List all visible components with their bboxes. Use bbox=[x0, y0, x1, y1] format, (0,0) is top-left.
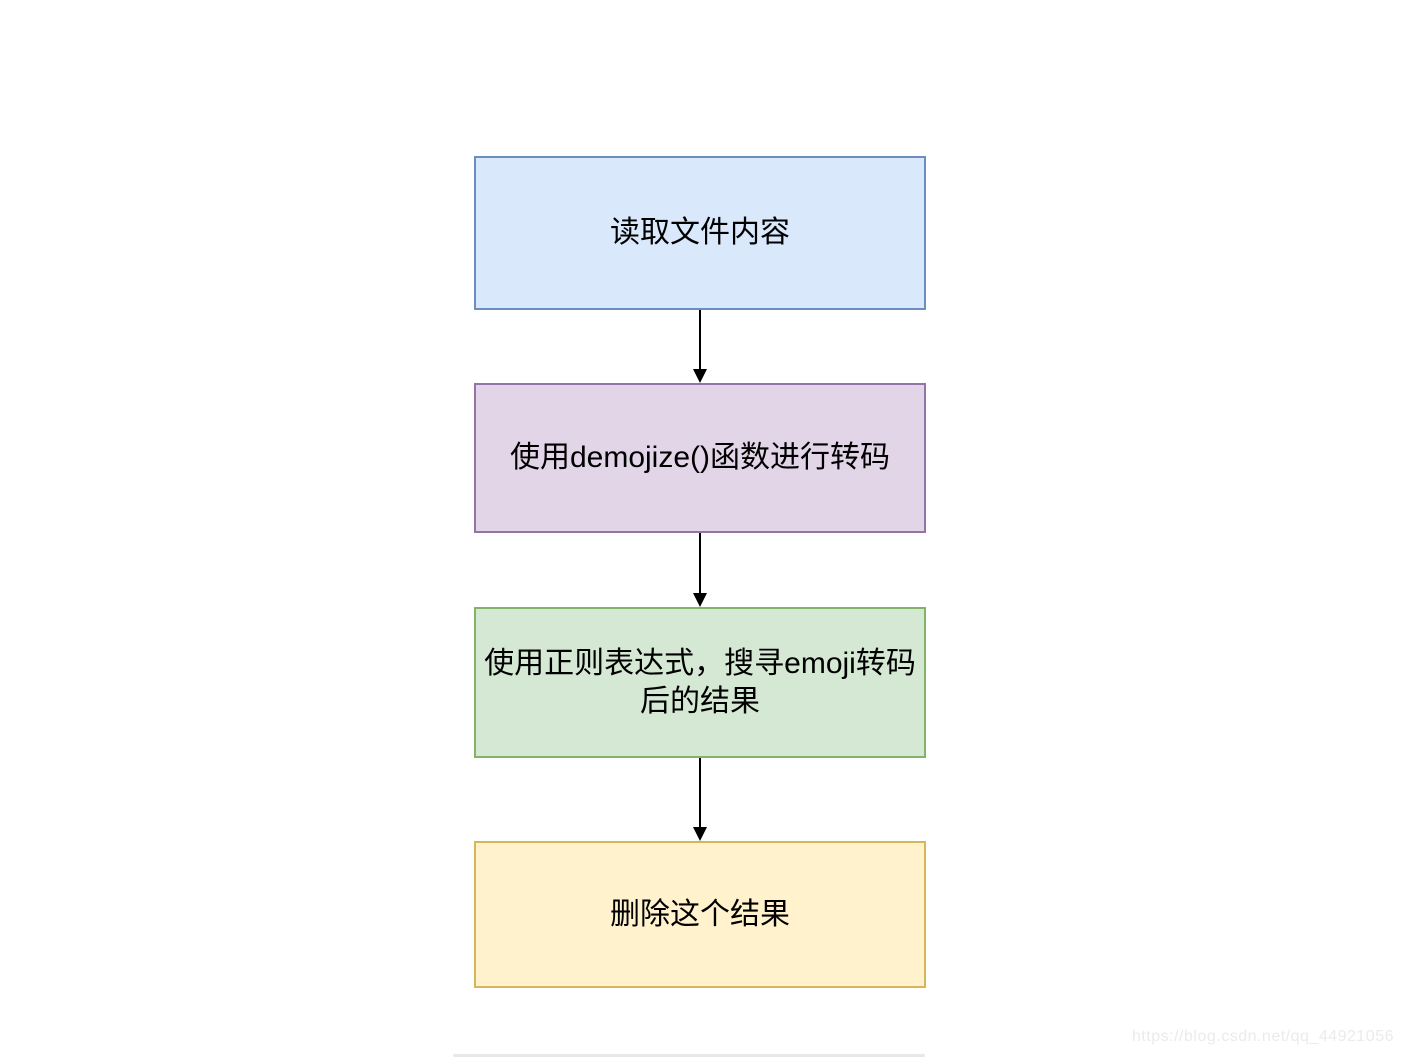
arrow-down-icon bbox=[693, 369, 707, 383]
flow-connector-2 bbox=[692, 533, 708, 607]
flow-node-demojize: 使用demojize()函数进行转码 bbox=[474, 383, 926, 533]
flow-node-read-file: 读取文件内容 bbox=[474, 156, 926, 310]
bottom-divider bbox=[453, 1054, 925, 1057]
arrow-line bbox=[699, 758, 701, 830]
flow-node-delete-result-label: 删除这个结果 bbox=[610, 897, 790, 931]
flow-node-delete-result: 删除这个结果 bbox=[474, 841, 926, 988]
flow-connector-3 bbox=[692, 758, 708, 841]
flow-node-demojize-label: 使用demojize()函数进行转码 bbox=[509, 441, 891, 474]
flow-connector-1 bbox=[692, 310, 708, 383]
flow-node-regex-search-label: 使用正则表达式，搜寻emoji转码 后的结果 bbox=[484, 646, 916, 718]
csdn-watermark: https://blog.csdn.net/qq_44921056 bbox=[1131, 1028, 1394, 1045]
arrow-line bbox=[699, 310, 701, 372]
arrow-down-icon bbox=[693, 593, 707, 607]
flow-node-regex-search: 使用正则表达式，搜寻emoji转码 后的结果 bbox=[474, 607, 926, 758]
arrow-line bbox=[699, 533, 701, 596]
flow-node-read-file-label: 读取文件内容 bbox=[610, 216, 790, 249]
arrow-down-icon bbox=[693, 827, 707, 841]
